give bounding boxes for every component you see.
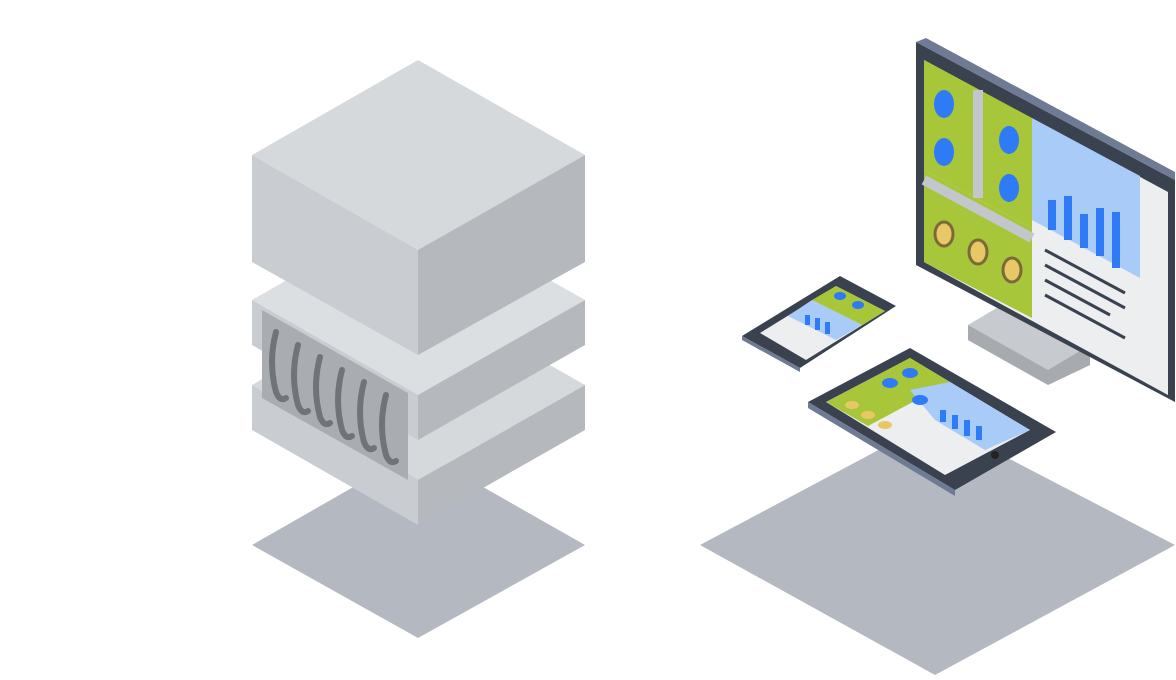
- server-unit-top: [252, 60, 585, 355]
- tablet: [808, 348, 1056, 496]
- desktop-monitor: [916, 38, 1175, 402]
- smartphone: [742, 276, 896, 372]
- server-patch-panel: [262, 310, 408, 480]
- devices-shadow: [700, 420, 1175, 675]
- server-shadow: [252, 450, 585, 638]
